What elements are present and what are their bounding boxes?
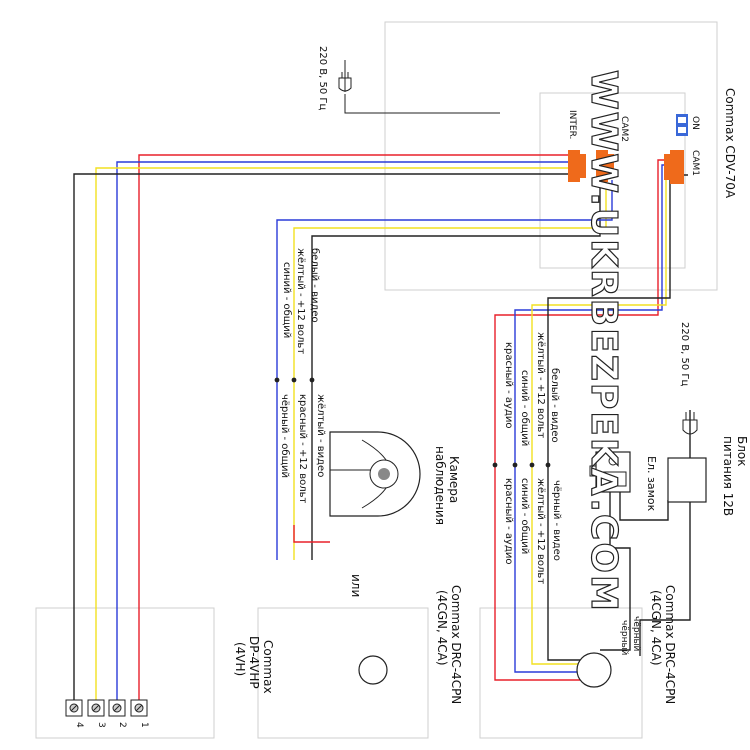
terminal-2-icon (108, 699, 126, 717)
lock-label: Ел. замок (645, 456, 658, 512)
interphone-title-3: (4VH) (233, 642, 247, 676)
camera-legend-1: белый - видео (309, 248, 320, 323)
inter-wire-black (73, 173, 578, 700)
camera-title-2: наблюдения (433, 446, 447, 525)
inter-wire-blue (116, 161, 578, 700)
wire-junction-dots (274, 377, 551, 468)
door-station-2-lens-icon (358, 655, 388, 685)
camera-wire-2: красный - +12 вольт (297, 394, 308, 503)
psu-title-1: Блок (735, 436, 749, 467)
camera-legend-3: синий - общий (281, 262, 292, 338)
main-unit-box (384, 21, 718, 291)
door-station-2-title-1: Commax DRC-4CPN (449, 585, 463, 704)
door-station-1-wire-label-1: чёрный (631, 616, 641, 652)
terminal-3-icon (87, 699, 105, 717)
cam1-legend-4: красный - аудио (503, 342, 514, 429)
cam2-wire-black (311, 180, 601, 560)
watermark-text: WWW.UKRBEZPEKA.COM (583, 70, 624, 613)
camera-wire-3: чёрный - общий (279, 394, 290, 478)
psu-wire-1 (639, 500, 691, 656)
cam2-connector (596, 150, 614, 182)
door-station-1-title-2: (4CGN, 4CA) (649, 590, 663, 666)
door-station-1-wire-label-2: чёрный (619, 620, 629, 656)
cam2-port-label: CAM2 (619, 116, 629, 142)
terminal-4-icon (65, 699, 83, 717)
camera-title-1: Камера (447, 456, 461, 503)
inter-port-label: INTER. (567, 110, 577, 139)
cam2-wire-yellow (293, 180, 607, 560)
inter-wire-red (138, 154, 578, 700)
cam1-legend-1: белый - видео (549, 368, 560, 443)
camera-or-label: или (349, 574, 363, 597)
lock-wire-1 (600, 470, 631, 651)
psu-plug-icon (682, 412, 698, 435)
interphone-terminals (65, 699, 148, 717)
door-station-1-lens-icon (576, 652, 612, 688)
interphone-title-2: DP-4VHP (247, 636, 261, 689)
interphone-box (35, 607, 215, 739)
main-unit-title: Commax CDV-70A (723, 88, 737, 199)
terminal-3-label: 3 (96, 722, 106, 728)
surveillance-camera-icon (329, 431, 421, 517)
door-station-2-title-2: (4CGN, 4CA) (435, 590, 449, 666)
door-station-2-box (257, 607, 429, 739)
psu-title-2: питания 12В (721, 436, 735, 516)
cam1-wire-1: чёрный - видео (551, 480, 562, 561)
psu-power-label: 220 В, 50 Гц (679, 322, 690, 386)
inter-connector (568, 150, 586, 182)
main-power-label: 220 В, 50 Гц (317, 46, 328, 110)
interphone-title-1: Commax (261, 640, 275, 694)
cam1-wire-3: синий - общий (519, 478, 530, 554)
inter-wire-yellow (95, 167, 578, 700)
cam1-connector (664, 150, 684, 184)
cam1-wire-red (494, 159, 670, 681)
electric-lock-icon (589, 451, 631, 493)
cam1-port-label: CAM1 (690, 150, 700, 176)
cam1-wire-4: красный - аудио (503, 478, 514, 565)
cam1-legend-2: жёлтый - +12 вольт (535, 332, 546, 438)
terminal-1-icon (130, 699, 148, 717)
terminal-1-label: 1 (139, 722, 149, 728)
dip-on-label: ON (690, 116, 700, 130)
camera-wire-1: жёлтый - видео (315, 394, 326, 477)
door-station-1-title-1: Commax DRC-4CPN (663, 585, 677, 704)
terminal-2-label: 2 (117, 722, 127, 728)
psu-block (667, 457, 707, 503)
cam1-legend-3: синий - общий (519, 370, 530, 446)
lock-wire-2 (619, 470, 669, 521)
door-station-1-box (479, 607, 643, 739)
cam-wire-red (293, 525, 330, 543)
dip-switch-icon (676, 114, 688, 136)
main-power-plug-icon (338, 60, 500, 114)
camera-legend-2: жёлтый - +12 вольт (295, 248, 306, 354)
cam1-wire-2: жёлтый - +12 вольт (535, 478, 546, 584)
terminal-4-label: 4 (74, 722, 84, 728)
main-unit-inner-panel (539, 92, 686, 269)
cam2-wire-blue (276, 180, 613, 560)
